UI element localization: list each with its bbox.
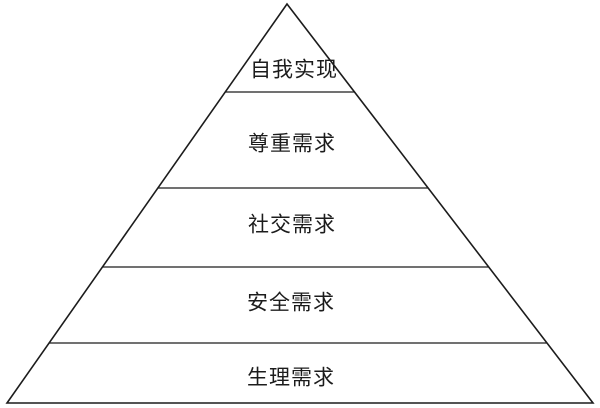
- pyramid-level-label-physiological-needs: 生理需求: [247, 365, 335, 390]
- pyramid-outline: [5, 2, 595, 404]
- pyramid-level-label-self-actualization: 自我实现: [250, 57, 338, 82]
- pyramid-level-label-safety-needs: 安全需求: [247, 290, 335, 315]
- pyramid-level-label-esteem-needs: 尊重需求: [248, 131, 336, 156]
- pyramid-level-label-social-needs: 社交需求: [248, 212, 336, 237]
